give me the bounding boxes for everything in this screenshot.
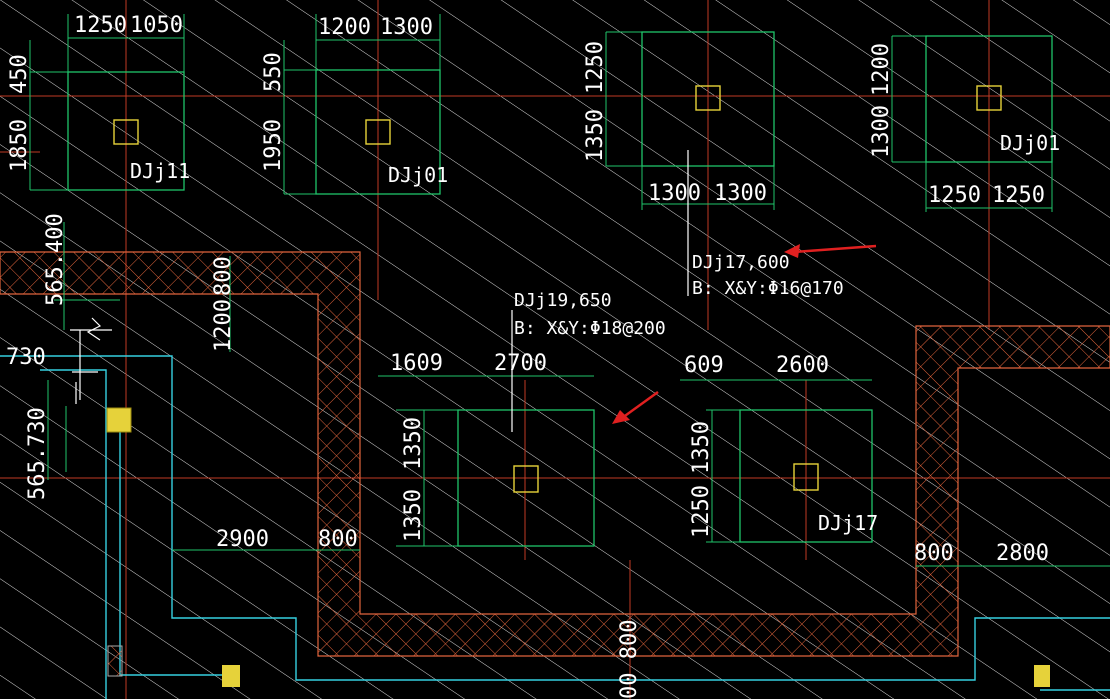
dim-left-730: 730 — [6, 345, 46, 370]
footing-f6-dim-top-2: 2600 — [776, 353, 829, 378]
footing-f3-dim-left-2: 1350 — [583, 109, 608, 162]
footing-f1-dim-left-2: 1850 — [7, 119, 32, 172]
footing-f1[interactable]: 1250 1050 450 1850 DJj11 — [7, 13, 190, 191]
footing-f6-label: DJj17 — [818, 511, 878, 535]
footing-f5-dim-top-1: 1609 — [390, 351, 443, 376]
footing-f4-dim-left-2: 1300 — [869, 105, 894, 158]
annotation-a1-line2: B: X&Y:Φ18@200 — [514, 318, 666, 339]
annotation-leaders — [511, 150, 689, 432]
footing-f3-dim-bottom-1: 1300 — [648, 181, 701, 206]
arrow-icon — [784, 244, 877, 258]
footing-f2-dim-top-1: 1200 — [318, 15, 371, 40]
dim-2900: 2900 — [216, 527, 269, 552]
footing-f6[interactable]: 609 2600 1350 1250 DJj17 — [680, 353, 878, 543]
footing-f3-dim-left-1: 1250 — [583, 41, 608, 94]
footing-f5-dim-left-2: 1350 — [401, 489, 426, 542]
footing-f1-label: DJj11 — [130, 159, 190, 183]
arrow-icon — [612, 390, 659, 424]
footing-f4-dim-left-1: 1200 — [869, 43, 894, 96]
footing-f2-dim-top-2: 1300 — [380, 15, 433, 40]
dim-2800: 2800 — [996, 541, 1049, 566]
annotation-a1[interactable]: DJj19,650 B: X&Y:Φ18@200 — [514, 290, 666, 339]
footing-f2[interactable]: 1200 1300 550 1950 DJj01 — [261, 14, 448, 195]
footing-f2-dim-left-2: 1950 — [261, 119, 286, 172]
annotation-a1-line1: DJj19,650 — [514, 290, 612, 311]
footing-f2-label: DJj01 — [388, 163, 448, 187]
footing-f1-dim-top-1: 1250 — [74, 13, 127, 38]
dim-565-400: 565.400 — [43, 213, 68, 306]
footing-f5-dim-left-1: 1350 — [401, 417, 426, 470]
dim-mid-800: 800 — [318, 527, 358, 552]
footing-f6-dim-left-1: 1350 — [689, 421, 714, 474]
dim-left-800: 800 — [211, 256, 236, 296]
annotation-a2-line1: DJj17,600 — [692, 252, 790, 273]
footing-f5-dim-top-2: 2700 — [494, 351, 547, 376]
wall-hatch — [0, 251, 1110, 657]
footing-f4-dim-bottom-2: 1250 — [992, 183, 1045, 208]
dim-565-730: 565.730 — [25, 407, 50, 500]
dim-left-1200: 1200 — [211, 299, 236, 352]
dim-right-800: 800 — [914, 541, 954, 566]
left-detail: 565.400 1200 800 730 565.730 — [6, 213, 1050, 687]
dim-bottom-800: 00 800 — [617, 620, 642, 699]
annotation-a2[interactable]: DJj17,600 B: X&Y:Φ16@170 — [692, 252, 844, 299]
footing-f3-dim-bottom-2: 1300 — [714, 181, 767, 206]
footing-f4-label: DJj01 — [1000, 131, 1060, 155]
beam-dims: 2900 800 800 2800 00 800 — [172, 527, 1110, 699]
footing-f6-dim-left-2: 1250 — [689, 485, 714, 538]
footing-f5[interactable]: 1609 2700 1350 1350 — [378, 351, 595, 547]
footing-f1-dim-top-2: 1050 — [130, 13, 183, 38]
footing-f4[interactable]: 1250 1250 1200 1300 DJj01 — [869, 35, 1060, 212]
footing-f1-dim-left-1: 450 — [7, 54, 32, 94]
footing-f4-dim-bottom-1: 1250 — [928, 183, 981, 208]
annotation-a2-line2: B: X&Y:Φ16@170 — [692, 278, 844, 299]
footing-f6-dim-top-1: 609 — [684, 353, 724, 378]
footing-f3[interactable]: 1300 1300 1250 1350 — [583, 31, 775, 210]
footing-f2-dim-left-1: 550 — [261, 52, 286, 92]
